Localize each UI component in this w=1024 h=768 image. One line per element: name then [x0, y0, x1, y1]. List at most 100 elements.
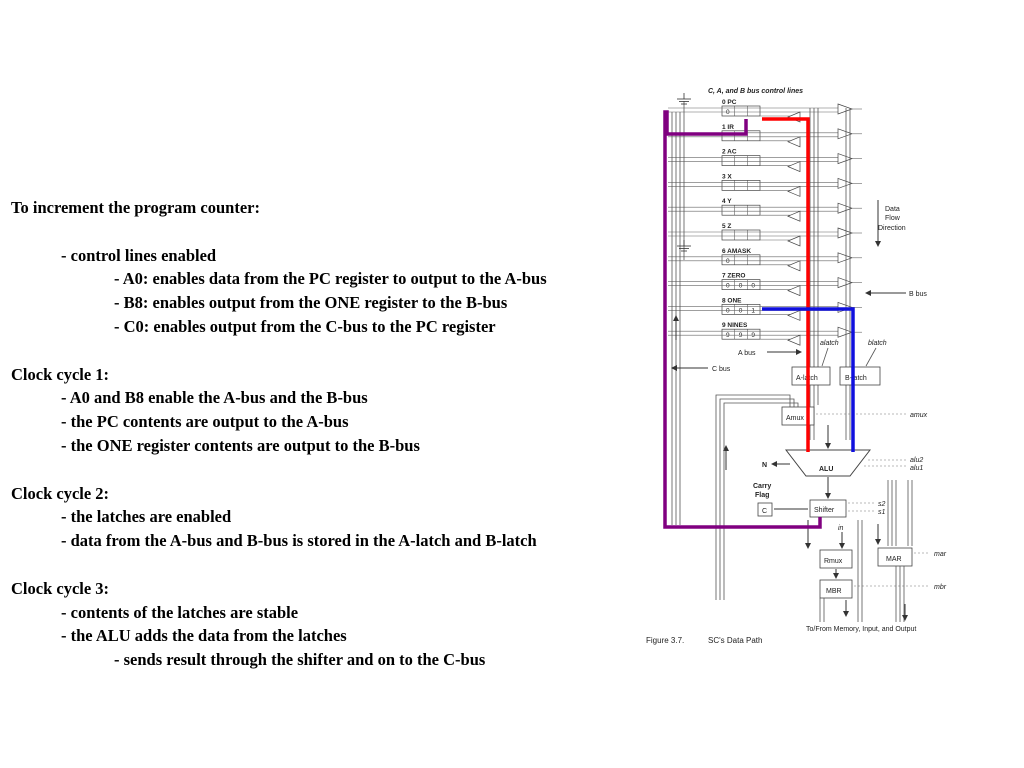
- alu-label: ALU: [819, 466, 833, 473]
- register-cell-value: 0: [751, 283, 755, 290]
- bus-gate-icon: [837, 103, 854, 115]
- spacer: [11, 553, 641, 577]
- register-cell-value: 0: [739, 283, 743, 290]
- b-bus-label: B bus: [909, 291, 927, 298]
- register-row: 4 Y: [668, 198, 862, 222]
- bus-gate-icon: [837, 227, 854, 239]
- cycle2-item: - the latches are enabled: [61, 507, 232, 527]
- carry-flag-label: Carry: [753, 483, 771, 490]
- register-cell-value: 9: [726, 332, 730, 339]
- alatch-line: [821, 347, 829, 367]
- register-box: [721, 105, 761, 117]
- ground-icon: [677, 93, 691, 105]
- rmux-box: [819, 549, 853, 569]
- register-box: [721, 328, 761, 340]
- bus-gate-icon: [787, 309, 801, 321]
- register-box: [721, 304, 761, 315]
- figure-number: Figure 3.7.: [646, 636, 684, 645]
- s2-label: s2: [878, 501, 886, 508]
- register-cell-value: 0: [739, 307, 743, 314]
- shifter-box: [809, 499, 847, 518]
- rmux-label: Rmux: [824, 558, 843, 565]
- mbr-box-label: MBR: [826, 588, 842, 595]
- register-label: 5 Z: [722, 223, 731, 230]
- bus-gate-icon: [787, 260, 801, 272]
- register-box: [721, 180, 761, 191]
- cycle1-item: - the PC contents are output to the A-bu…: [61, 412, 349, 432]
- blatch-label: blatch: [868, 340, 887, 347]
- amux-box-label: Amux: [786, 415, 804, 422]
- notes-heading: To increment the program counter:: [11, 198, 260, 217]
- register-label: 4 Y: [722, 198, 732, 205]
- in-label: in: [838, 525, 844, 532]
- a-bus-path-highlight: [762, 117, 810, 452]
- control-line-a0: - A0: enables data from the PC register …: [114, 269, 547, 289]
- control-line-b8: - B8: enables output from the ONE regist…: [114, 293, 508, 313]
- amux-label: amux: [910, 412, 928, 419]
- cycle3-item: - the ALU adds the data from the latches: [61, 626, 347, 646]
- register-cell-value: 1: [751, 307, 755, 314]
- bus-gate-icon: [837, 128, 854, 140]
- cycle1-item: - the ONE register contents are output t…: [61, 435, 420, 455]
- register-label: 7 ZERO: [722, 273, 745, 280]
- register-cell-value: 9: [751, 332, 755, 339]
- mar-label: mar: [934, 551, 947, 558]
- bus-gate-icon: [787, 185, 801, 197]
- register-label: 2 AC: [722, 149, 737, 156]
- register-label: 9 NINES: [722, 322, 748, 329]
- register-box: [721, 155, 761, 166]
- data-flow-label: Data: [885, 206, 900, 213]
- cycle3-subitem: - sends result through the shifter and o…: [114, 650, 486, 670]
- register-box: [721, 279, 761, 290]
- cycle3-title: Clock cycle 3:: [11, 578, 110, 598]
- mar-box-label: MAR: [886, 556, 902, 563]
- register-label: 8 ONE: [722, 297, 742, 304]
- cycle2-item: - data from the A-bus and B-bus is store…: [61, 531, 537, 551]
- register-label: 3 X: [722, 173, 732, 180]
- blatch-line: [865, 347, 877, 367]
- bus-gate-icon: [787, 334, 801, 346]
- cycle2-title: Clock cycle 2:: [11, 483, 110, 503]
- figure-caption: SC's Data Path: [708, 636, 762, 645]
- control-lines-header: - control lines enabled: [61, 245, 217, 265]
- bus-gate-icon: [837, 326, 854, 338]
- bus-gate-icon: [787, 210, 801, 222]
- register-box: [721, 204, 761, 216]
- alu-shape: [784, 449, 872, 477]
- c-bus-label: C bus: [712, 366, 731, 373]
- bus-gate-icon: [787, 161, 801, 173]
- c-bus-path-highlight: [663, 110, 822, 529]
- register-cell-value: 0: [726, 283, 730, 290]
- register-label: 1 IR: [722, 124, 734, 131]
- register-cell-value: 9: [739, 332, 743, 339]
- s1-label: s1: [878, 509, 886, 516]
- control-line-c0: - C0: enables output from the C-bus to t…: [114, 316, 496, 336]
- b-latch-box: [839, 366, 881, 386]
- cycle1-item: - A0 and B8 enable the A-bus and the B-b…: [61, 388, 368, 408]
- register-cell-value: 0: [726, 109, 730, 116]
- alatch-label: alatch: [820, 340, 839, 347]
- bus-gate-icon: [837, 277, 854, 289]
- bus-gate-icon: [787, 235, 801, 247]
- control-wiring: [671, 101, 685, 525]
- register-box: [721, 229, 761, 241]
- a-bus-label: A bus: [738, 350, 756, 357]
- bus-gate-icon: [837, 177, 854, 189]
- register-cell-value: 0: [726, 307, 730, 314]
- cycle1-title: Clock cycle 1:: [11, 364, 110, 384]
- shifter-label: Shifter: [814, 507, 835, 514]
- register-row: 7 ZERO 0 0 0: [668, 273, 862, 297]
- register-row: 3 X: [668, 173, 862, 197]
- alu2-label: alu2: [910, 457, 923, 464]
- b-latch-label: B-latch: [845, 375, 867, 382]
- alu1-label: alu1: [910, 465, 923, 472]
- bus-gate-icon: [787, 136, 801, 148]
- n-flag-label: N: [762, 462, 767, 469]
- register-row: 2 AC: [668, 149, 862, 173]
- register-row: 5 Z: [668, 223, 862, 247]
- diagram-title: C, A, and B bus control lines: [708, 88, 803, 95]
- data-flow-label: Flow: [885, 215, 901, 222]
- bus-gate-icon: [837, 252, 854, 264]
